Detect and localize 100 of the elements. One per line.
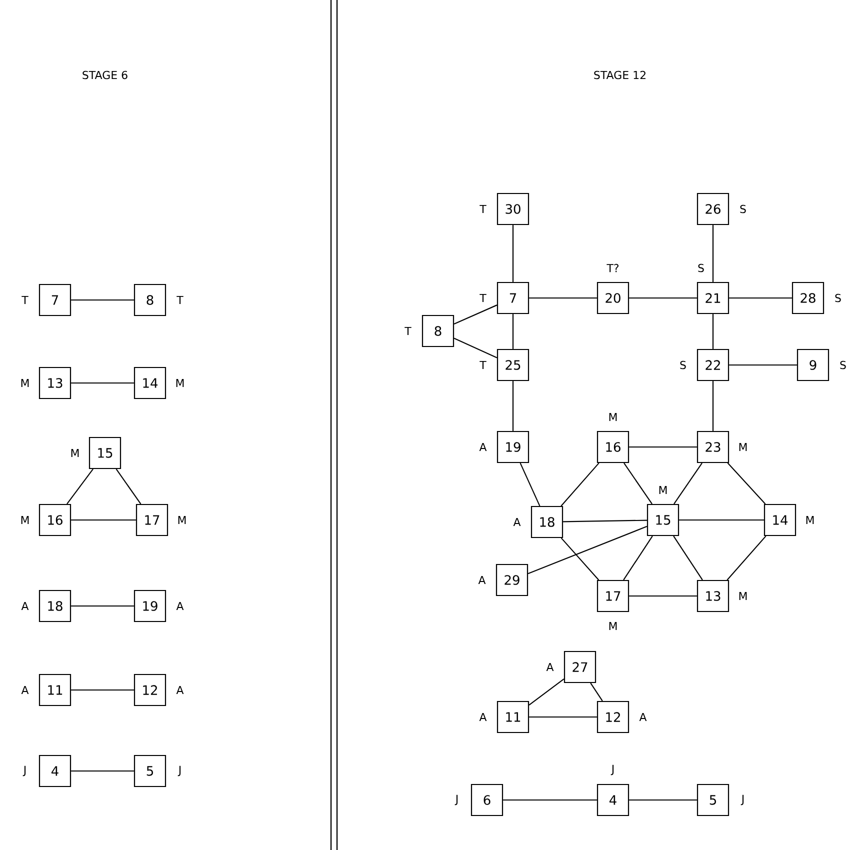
group-letter: M [609,622,617,630]
numbered-box: 21 [696,282,730,314]
stage-heading: STAGE 12 [594,70,646,80]
connector-line [629,799,697,801]
connector-line [629,595,697,597]
numbered-box: 13 [696,580,730,612]
connector-line [528,678,564,706]
group-letter: J [740,794,744,806]
connector-line [560,538,600,580]
numbered-box: 25 [496,348,530,382]
numbered-box: 16 [596,430,630,464]
group-letter: T [22,296,28,304]
group-letter: A [479,713,487,722]
group-letter: S [835,294,841,302]
connector-line [512,381,514,431]
numbered-box: 11 [496,700,530,734]
connector-line [729,297,792,299]
numbered-box: 12 [596,700,630,734]
group-letter: A [176,602,184,610]
group-letter: M [659,486,667,494]
group-letter: M [739,592,747,600]
group-letter: M [21,516,29,524]
numbered-box: 19 [496,430,530,464]
group-letter: M [609,413,617,422]
numbered-box: 15 [88,436,122,470]
group-letter: M [806,516,814,524]
numbered-box: 15 [646,504,680,536]
numbered-box: 8 [134,284,166,316]
connector-line [679,519,764,521]
connector-line [529,716,597,718]
connector-line [512,314,514,349]
numbered-box: 4 [38,754,72,788]
connector-line [529,297,597,299]
group-letter: T [480,361,486,370]
numbered-box: 17 [136,504,168,536]
numbered-box: 18 [530,506,564,538]
group-letter: M [176,379,184,388]
group-letter: S [680,360,686,370]
connector-line [71,605,134,607]
numbered-box: 4 [596,784,630,816]
group-letter: S [698,264,704,272]
numbered-box: 14 [134,366,166,400]
group-letter: T [480,205,486,213]
numbered-box: 7 [38,284,72,316]
connector-line [503,799,597,801]
connector-line [560,462,600,506]
connector-line [454,304,498,324]
numbered-box: 17 [596,580,630,612]
numbered-box: 20 [596,282,630,314]
group-letter: M [21,379,29,388]
numbered-box: 8 [422,314,454,348]
group-letter: S [840,360,846,370]
group-letter: A [513,518,521,526]
connector-line [116,468,142,504]
stage-heading: STAGE 6 [82,70,128,80]
numbered-box: 11 [38,674,72,706]
numbered-box: 9 [796,348,830,382]
connector-line [712,314,714,349]
connector-line [563,520,647,522]
connector-line [712,225,714,282]
numbered-box: 28 [792,282,824,314]
group-letter: A [546,663,554,672]
group-letter: M [178,516,186,524]
connector-line [520,462,540,506]
numbered-box: 13 [38,366,72,400]
connector-line [629,446,697,448]
numbered-box: 23 [696,430,730,464]
connector-line [71,382,134,384]
group-letter: T? [606,264,619,272]
group-letter: T [404,327,412,335]
numbered-box: 7 [496,282,530,314]
group-letter: S [740,204,746,214]
numbered-box: 18 [38,590,72,622]
connector-line [712,381,714,431]
group-letter: J [178,766,181,776]
connector-line [71,689,134,691]
connector-line [674,462,702,504]
numbered-box: 29 [496,564,528,596]
connector-line [528,526,648,574]
numbered-box: 14 [764,504,796,536]
group-letter: J [454,794,458,806]
group-letter: M [739,443,747,452]
connector-line [673,536,703,580]
group-letter: J [610,764,614,776]
connector-line [454,338,498,358]
group-letter: A [478,576,486,584]
group-letter: A [21,686,29,694]
connector-line [726,536,766,580]
connector-line [729,364,797,366]
connector-line [624,462,652,504]
numbered-box: 27 [564,650,596,684]
group-letter: A [479,443,487,452]
connector-line [66,468,94,504]
group-letter: A [639,713,647,722]
group-letter: A [176,686,184,694]
group-letter: T [480,294,486,302]
connector-line [623,536,653,580]
connector-line [629,297,697,299]
numbered-box: 5 [134,754,166,788]
connector-line [71,770,134,772]
